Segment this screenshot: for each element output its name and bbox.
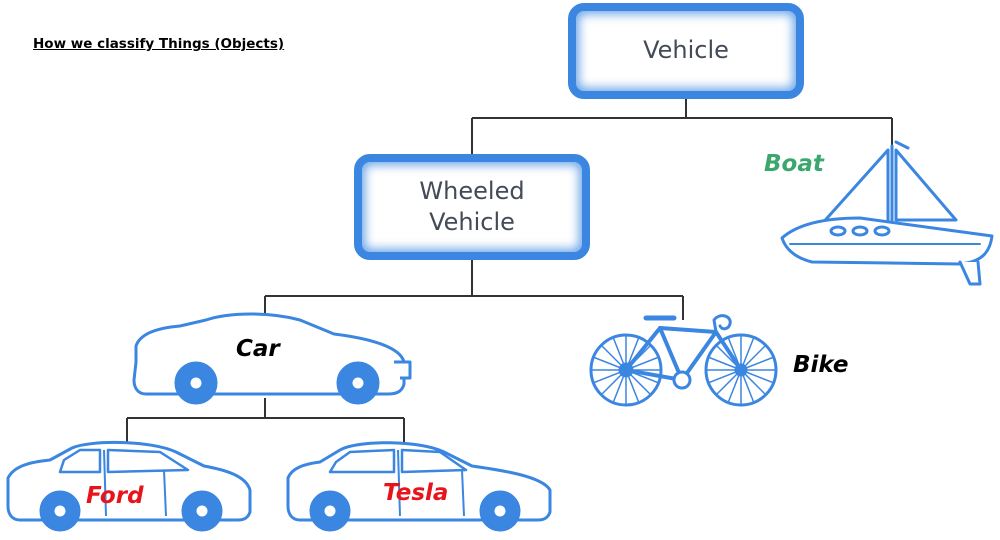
boat-icon bbox=[780, 140, 994, 286]
boat-label: Boat bbox=[764, 151, 824, 177]
bike-label: Bike bbox=[793, 352, 849, 378]
wheeled-vehicle-node-label: Wheeled Vehicle bbox=[419, 176, 524, 238]
wheeled-vehicle-line2: Vehicle bbox=[429, 208, 515, 236]
vehicle-node-label: Vehicle bbox=[643, 36, 729, 65]
diagram-title: How we classify Things (Objects) bbox=[33, 36, 285, 52]
ford-car-icon bbox=[6, 440, 252, 532]
car-icon bbox=[132, 312, 412, 405]
wheeled-vehicle-line1: Wheeled bbox=[419, 176, 525, 205]
car-label: Car bbox=[236, 336, 280, 362]
ford-label: Ford bbox=[86, 483, 144, 509]
vehicle-node: Vehicle bbox=[568, 3, 804, 99]
bike-icon bbox=[589, 314, 778, 407]
tesla-label: Tesla bbox=[383, 480, 449, 506]
wheeled-vehicle-node: Wheeled Vehicle bbox=[354, 154, 590, 260]
tesla-car-icon bbox=[286, 441, 552, 532]
